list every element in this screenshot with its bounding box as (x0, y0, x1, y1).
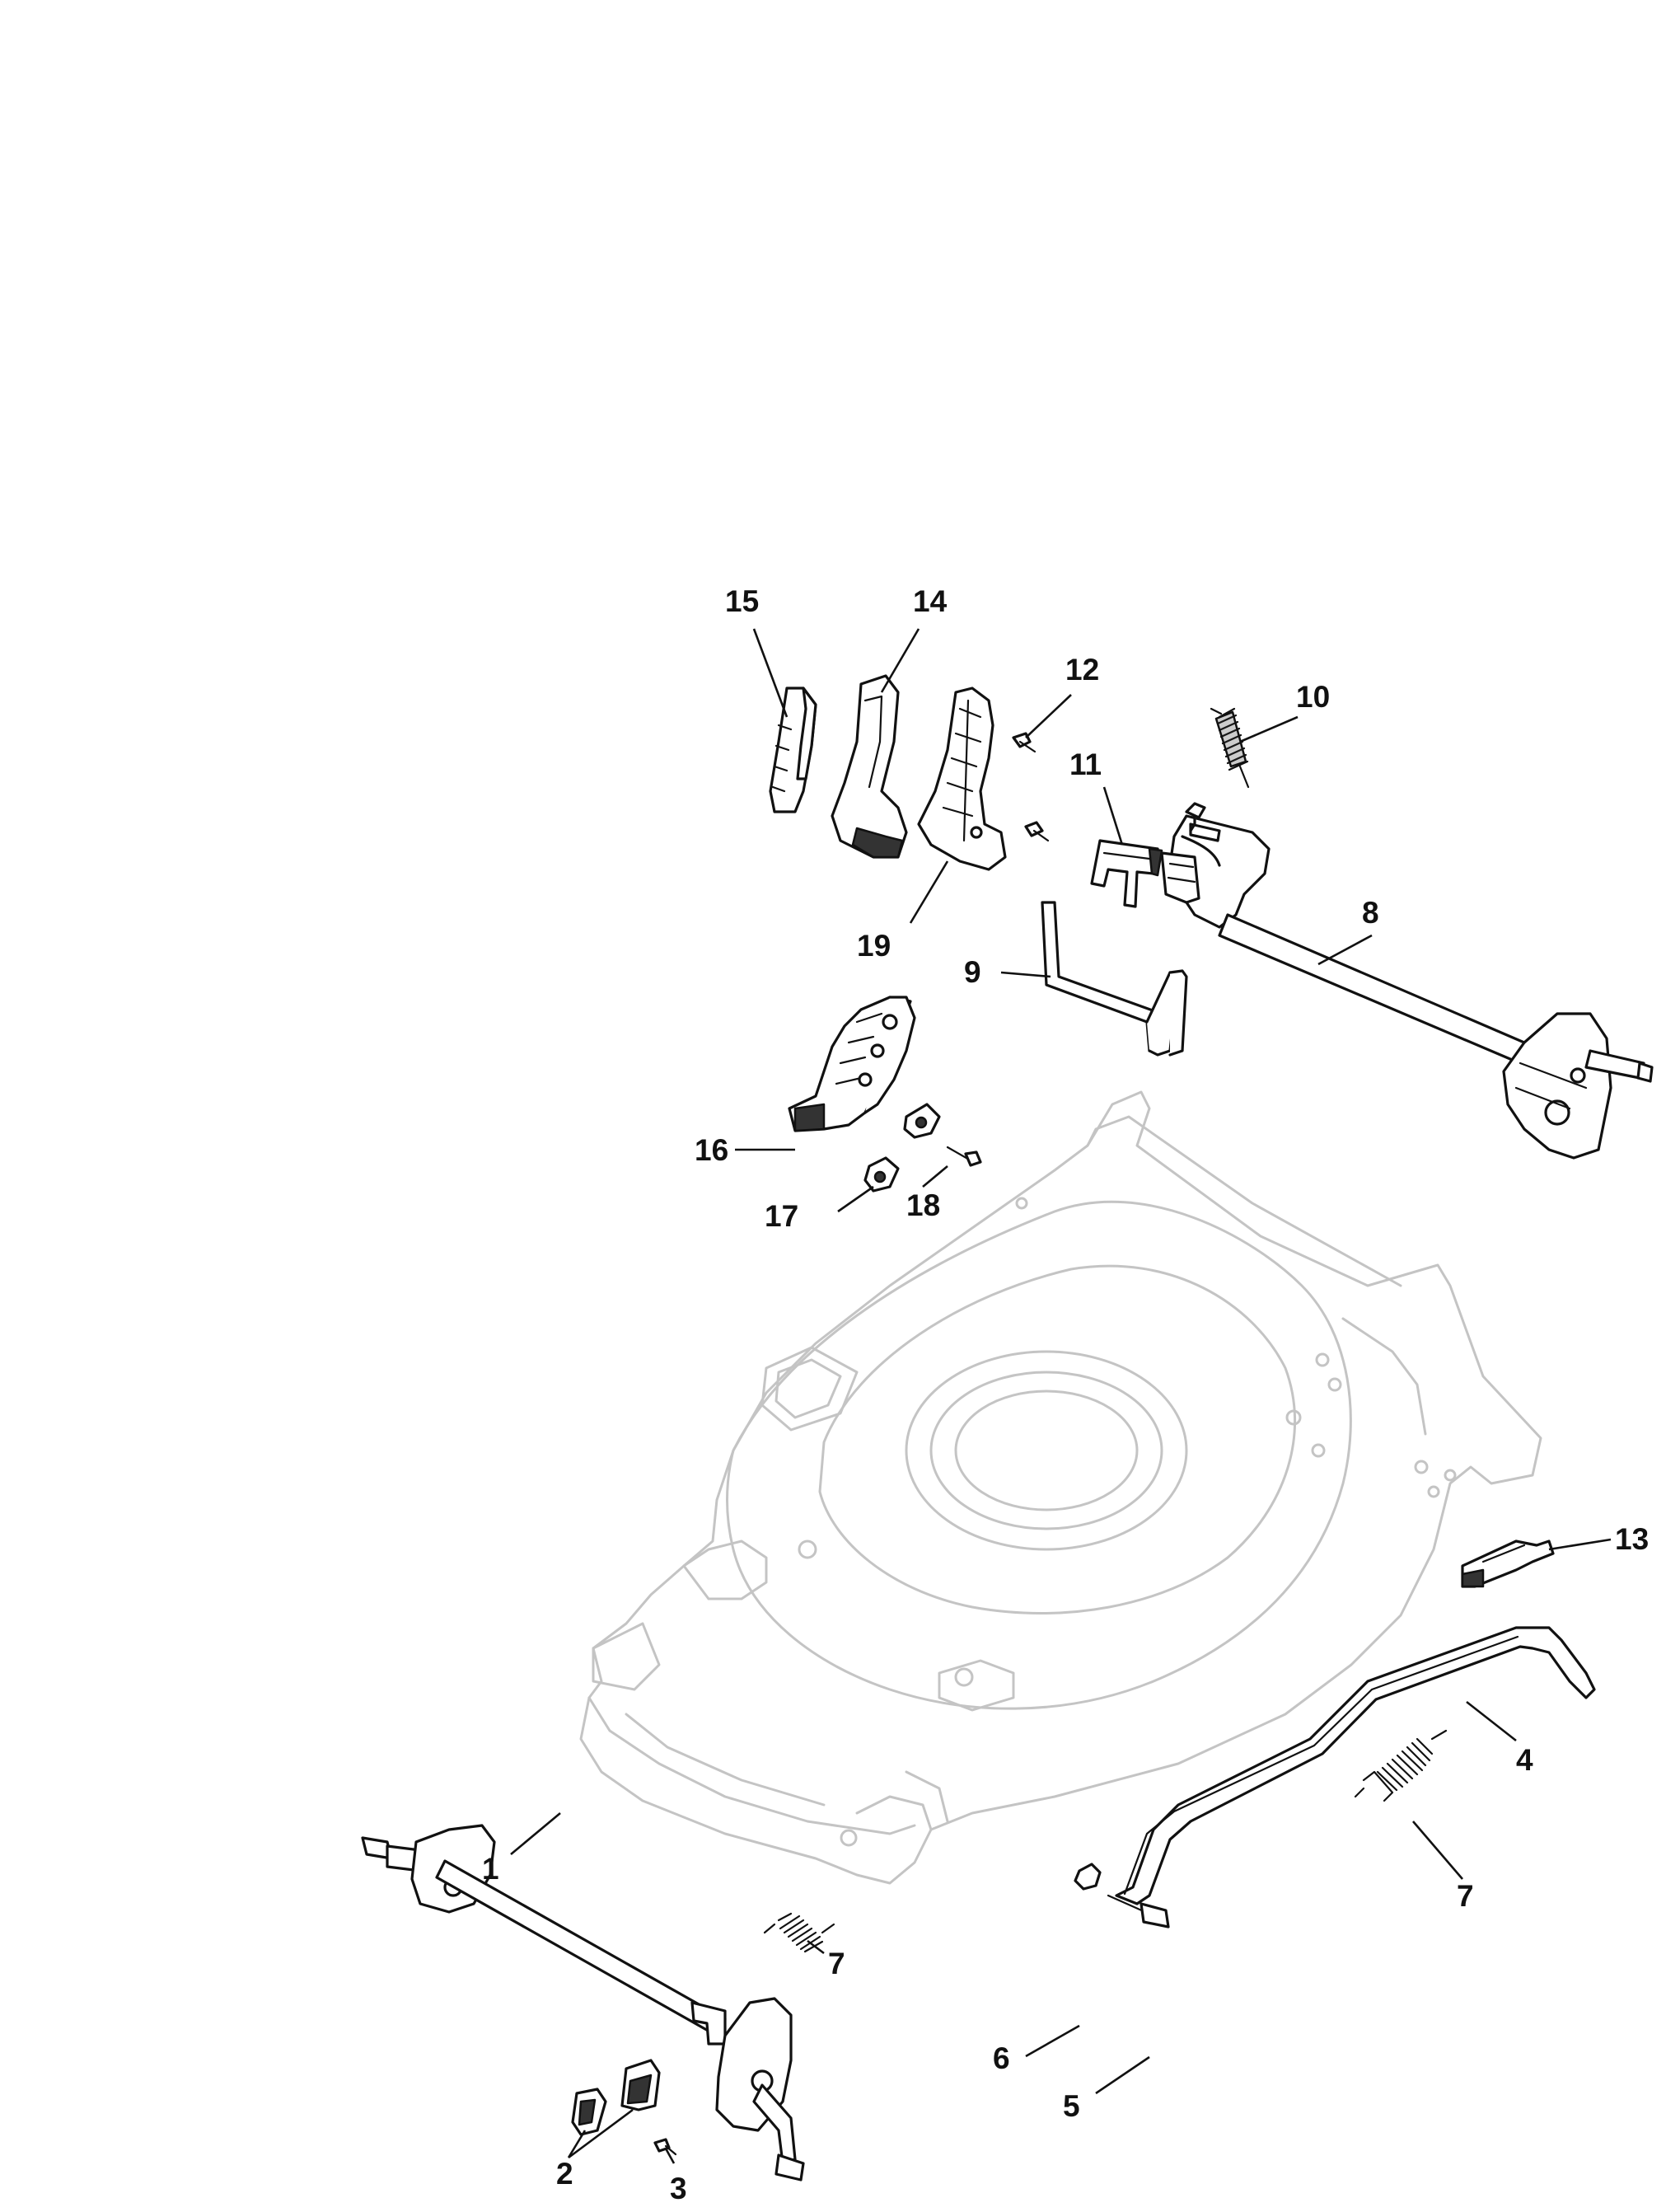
callout-6: 6 (993, 2041, 1010, 2075)
part-19-inner-bracket (917, 687, 1007, 871)
part-1-front-axle (361, 1824, 805, 2182)
callout-12: 12 (1065, 653, 1099, 687)
callout-1: 1 (482, 1852, 499, 1886)
part-5-bolt (1107, 1894, 1170, 1928)
callout-11: 11 (1069, 747, 1102, 781)
mower-deck-outline (579, 1090, 1542, 1885)
part-7-spring-right (1354, 1729, 1448, 1802)
part-3-screw (653, 2138, 677, 2156)
part-10-spring (1210, 707, 1250, 789)
part-7-spring-left (763, 1912, 835, 1953)
part-15-strip (769, 687, 817, 813)
callout-3: 3 (670, 2172, 687, 2205)
callout-9: 9 (964, 955, 981, 989)
callout-13: 13 (1615, 1522, 1649, 1556)
callout-7-right: 7 (1457, 1879, 1474, 1913)
callout-labels: 15 14 12 10 11 8 19 9 16 17 18 13 4 7 1 … (482, 584, 1649, 2205)
callout-10: 10 (1296, 680, 1330, 714)
callout-7-left: 7 (828, 1947, 845, 1980)
callout-17: 17 (765, 1199, 798, 1233)
part-18-bolt (946, 1146, 982, 1167)
part-16-adjuster (788, 996, 916, 1132)
callout-16: 16 (695, 1133, 728, 1167)
callout-19: 19 (857, 929, 891, 963)
part-9-rod (1041, 901, 1188, 1057)
part-8-rear-axle (1160, 802, 1654, 1160)
part-14-cover (831, 674, 908, 859)
part-13-clip (1461, 1539, 1555, 1588)
part-17-washers (863, 1103, 941, 1193)
callout-5: 5 (1063, 2089, 1080, 2123)
callout-2: 2 (556, 2157, 573, 2191)
part-2-switch-blocks (571, 2059, 661, 2136)
callout-15: 15 (725, 584, 759, 618)
callout-14: 14 (913, 584, 948, 618)
part-12-screws (1012, 732, 1050, 842)
callout-4: 4 (1516, 1743, 1533, 1777)
leader-lines (510, 628, 1612, 2164)
part-11-clip (1090, 839, 1163, 908)
callout-18: 18 (906, 1188, 940, 1222)
callout-8: 8 (1362, 896, 1379, 930)
part-6-nut (1074, 1863, 1102, 1891)
part-4-lever (1115, 1626, 1596, 1905)
